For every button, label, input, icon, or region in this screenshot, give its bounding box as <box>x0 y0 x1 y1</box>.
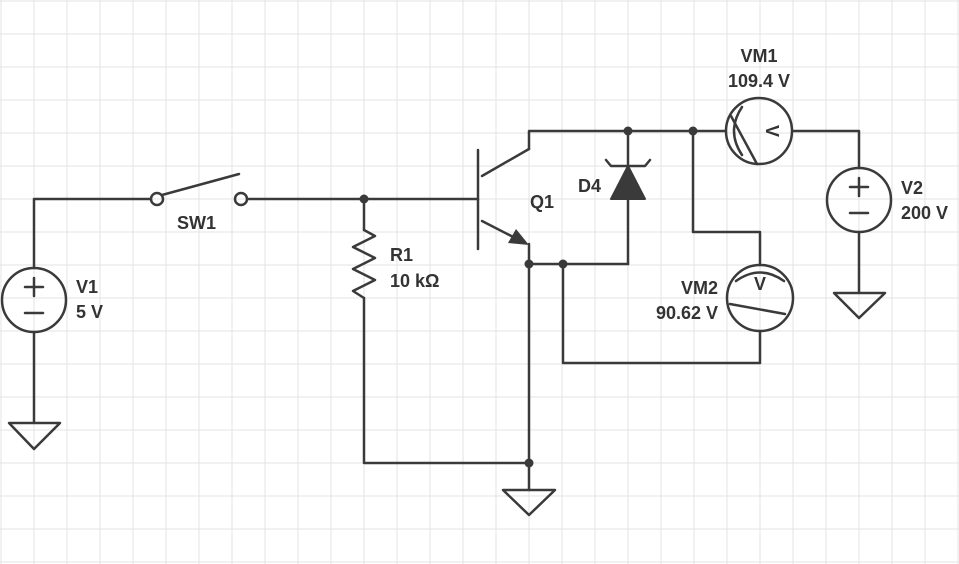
wires <box>32 129 861 492</box>
wire-r1-bottom <box>362 296 531 465</box>
d4-name: D4 <box>578 176 601 196</box>
transistor-collector-lead <box>480 147 531 178</box>
ground-v1 <box>7 421 62 451</box>
switch-lever <box>160 172 241 197</box>
vm2-reading: 90.62 V <box>656 303 718 323</box>
vm2-name: VM2 <box>681 278 718 298</box>
wire-v1-to-switch <box>32 197 152 270</box>
v2-name: V2 <box>901 178 923 198</box>
sw1-name: SW1 <box>177 213 216 233</box>
q1-name: Q1 <box>530 192 554 212</box>
junction-dot <box>524 458 534 468</box>
r1-resistor[interactable]: R1 10 kΩ <box>351 228 439 300</box>
meter-needle <box>728 302 787 316</box>
v2-source[interactable]: V2 200 V <box>825 166 948 234</box>
junction-dot <box>524 259 534 269</box>
emitter-arrow-icon <box>508 229 529 245</box>
meter-scale-arc <box>732 105 744 157</box>
junction-dot <box>623 126 633 136</box>
junction-dot <box>558 259 568 269</box>
v1-value: 5 V <box>76 302 103 322</box>
wire-vm2-top <box>691 129 762 267</box>
plus-icon <box>848 176 870 198</box>
junction-dot <box>359 194 369 204</box>
vm2-symbol: V <box>754 274 766 294</box>
v2-value: 200 V <box>901 203 948 223</box>
wire-vm2-bottom <box>561 262 762 365</box>
r1-value: 10 kΩ <box>390 271 439 291</box>
switch-contact-left <box>149 191 165 207</box>
meter-circle <box>724 96 794 166</box>
vm1-symbol: V <box>762 125 782 137</box>
meter-circle <box>725 263 795 333</box>
ground-emitter <box>501 488 557 517</box>
switch-contact-right <box>233 191 249 207</box>
vm1-name: VM1 <box>740 46 777 66</box>
wire-q1-collector-to-top-rail <box>527 129 727 151</box>
v1-source-circle <box>0 266 68 334</box>
junction-dot <box>688 126 698 136</box>
meter-needle <box>729 114 759 166</box>
v1-name: V1 <box>76 277 98 297</box>
ground-v2 <box>832 291 887 320</box>
ground-icon <box>832 291 887 320</box>
zener-bar <box>604 158 652 168</box>
v1-source[interactable]: V1 5 V <box>0 266 103 334</box>
wire-top-rail-to-v2 <box>791 129 861 170</box>
sw1-switch[interactable]: SW1 <box>149 172 249 233</box>
ground-icon <box>7 421 62 451</box>
vm1-reading: 109.4 V <box>728 71 790 91</box>
r1-name: R1 <box>390 245 413 265</box>
meter-scale-arc <box>734 271 786 283</box>
junctions <box>359 126 698 468</box>
resistor-zigzag <box>351 228 377 300</box>
q1-transistor[interactable]: Q1 <box>476 147 554 251</box>
ground-icon <box>501 488 557 517</box>
vm2-voltmeter[interactable]: V VM2 90.62 V <box>656 263 795 333</box>
v2-source-circle <box>825 166 893 234</box>
d4-zener-diode[interactable]: D4 <box>578 158 652 200</box>
plus-icon <box>23 276 45 298</box>
diode-triangle-icon <box>610 165 646 200</box>
vm1-voltmeter[interactable]: V VM1 109.4 V <box>724 46 794 166</box>
